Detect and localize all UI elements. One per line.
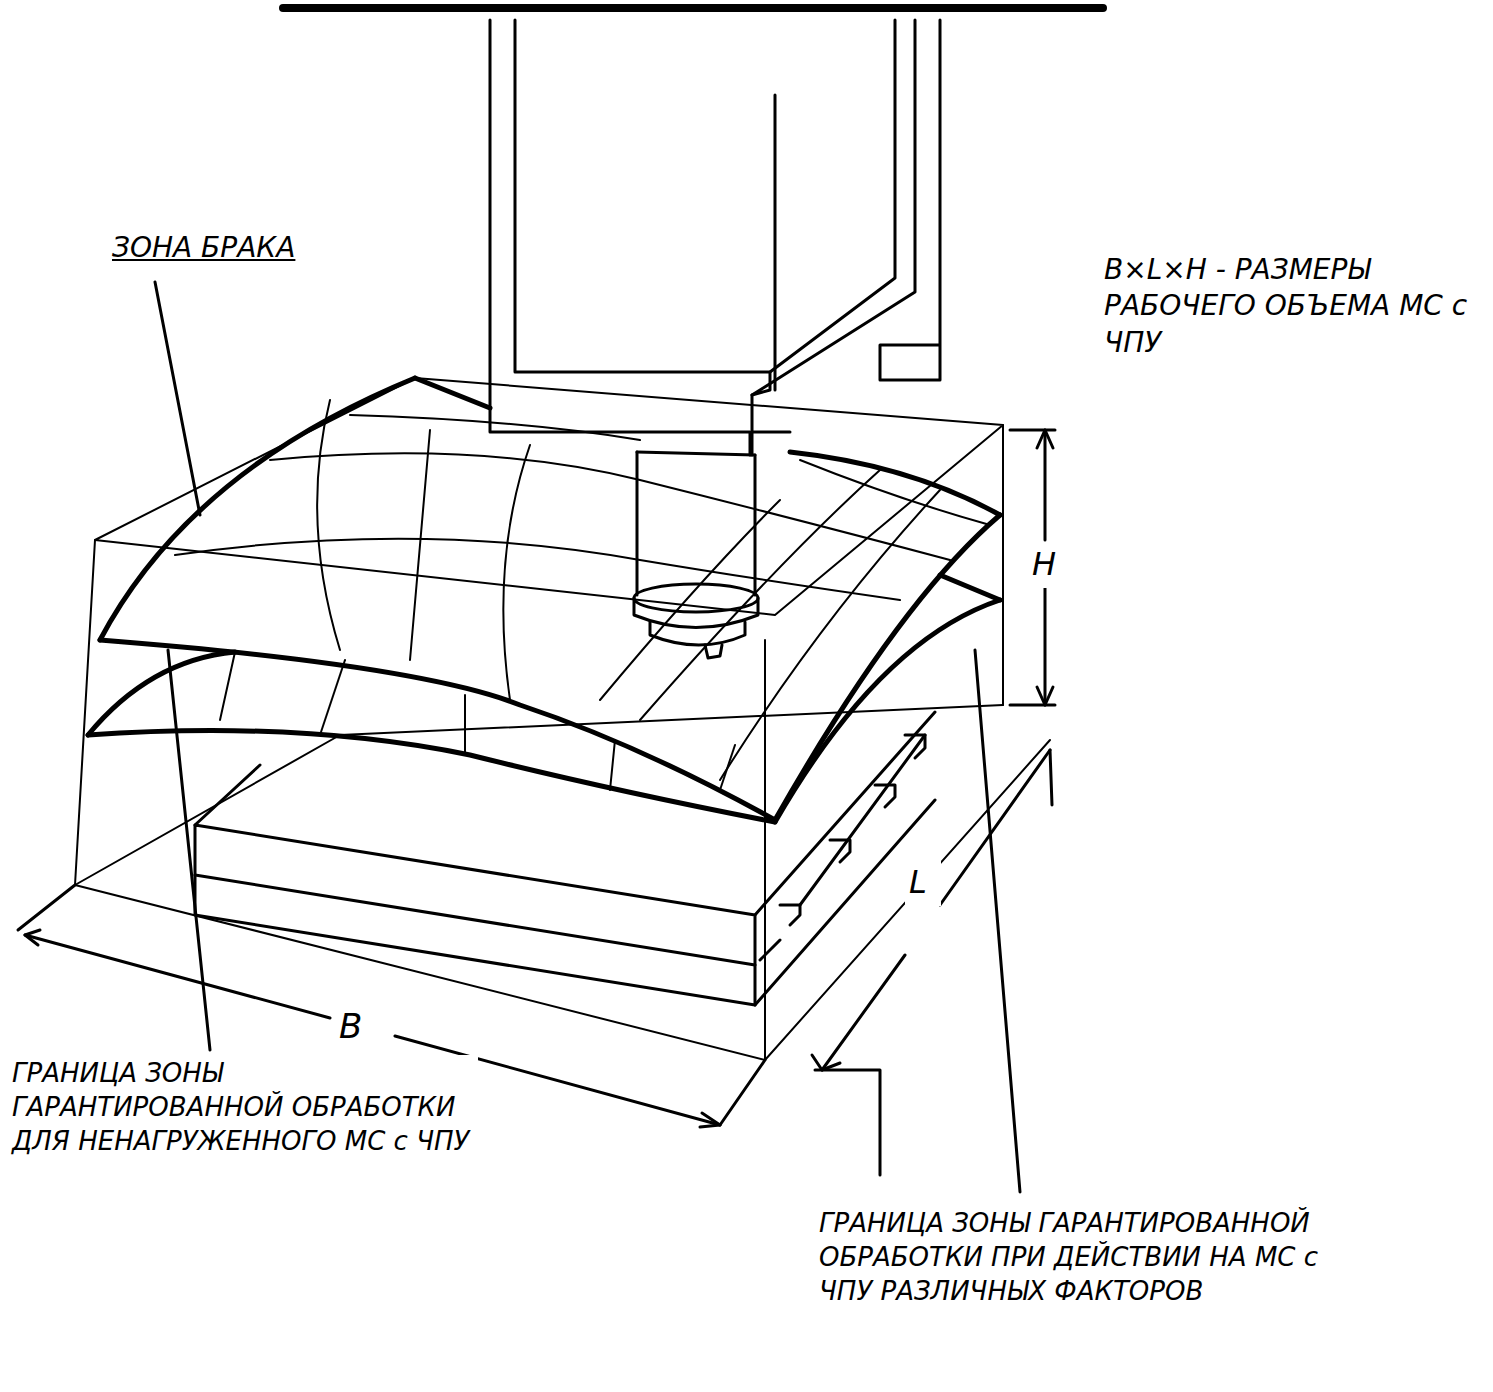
dimension-h: H bbox=[1028, 542, 1064, 588]
dimension-l: L bbox=[905, 860, 941, 906]
dimension-b: B bbox=[335, 1002, 385, 1050]
boundary-surface-unloaded bbox=[88, 575, 1000, 822]
deformation-grid bbox=[175, 400, 990, 790]
boundary-surface-loaded bbox=[100, 378, 1000, 820]
zone-label: ЗОНА БРАКА bbox=[108, 228, 368, 268]
top-bar bbox=[283, 4, 1103, 12]
volume-note: B×L×H - РАЗМЕРЫ РАБОЧЕГО ОБЪЕМА МС с ЧПУ bbox=[1100, 250, 1485, 363]
t-slots bbox=[780, 735, 925, 925]
boundary-note: ГРАНИЦА ЗОНЫ ГАРАНТИРОВАННОЙ ОБРАБОТКИ П… bbox=[815, 1205, 1335, 1310]
machine-table bbox=[195, 712, 935, 1005]
boundary-note: ГРАНИЦА ЗОНЫ ГАРАНТИРОВАННОЙ ОБРАБОТКИ Д… bbox=[8, 1055, 478, 1160]
